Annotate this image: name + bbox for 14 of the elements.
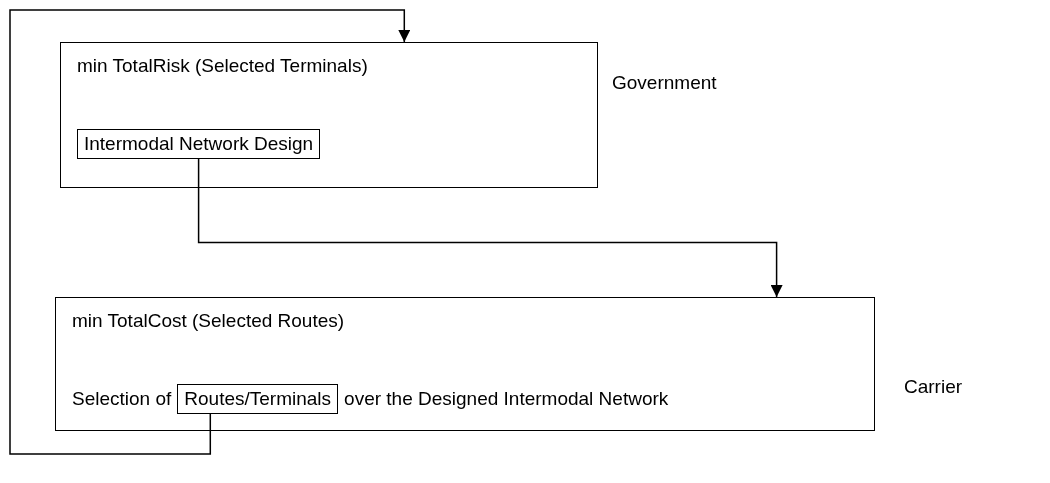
- role-label: Carrier: [904, 376, 963, 398]
- process-box: [177, 384, 339, 414]
- connector-arrow: [9, 9, 411, 455]
- connector-arrow: [197, 158, 783, 298]
- process-box: [77, 129, 321, 159]
- process-box: [55, 297, 875, 431]
- box-text: Routes/Terminals: [184, 388, 332, 409]
- heading-text: min TotalRisk (Selected Terminals): [77, 55, 368, 77]
- body-text: over the Designed Intermodal Network: [344, 388, 669, 410]
- box-text: Intermodal Network Design: [84, 133, 314, 154]
- process-box: [60, 42, 598, 188]
- role-label: Government: [612, 72, 717, 94]
- heading-text: min TotalCost (Selected Routes): [72, 310, 345, 332]
- body-text: Selection of: [72, 388, 172, 410]
